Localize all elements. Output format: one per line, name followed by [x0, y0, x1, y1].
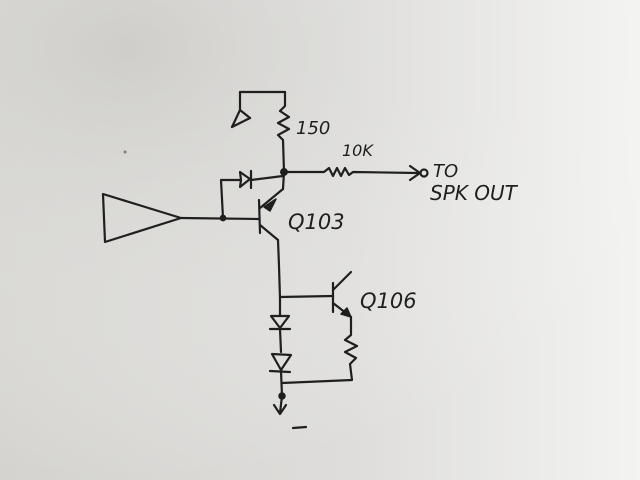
q103-emitter-wire: [276, 238, 282, 300]
resistor-q106-emitter: [280, 315, 359, 385]
transistor-q106: [331, 270, 353, 319]
label-q106: Q106: [360, 289, 417, 313]
feedback-wire: [219, 178, 243, 220]
label-output-line1: TO: [433, 161, 458, 182]
diode-top: [238, 169, 285, 190]
resistor-150: [276, 90, 291, 174]
top-bias-wire: [238, 90, 287, 112]
label-r-10k: 10K: [342, 141, 374, 160]
output-arrow: [408, 164, 429, 182]
transistor-q103: [257, 187, 285, 242]
q106-base-wire: [278, 294, 335, 299]
diode-1: [268, 296, 292, 354]
bottom-ground-arrow: [272, 394, 308, 430]
label-output-line2: SPK OUT: [430, 181, 519, 205]
resistor-10k: [282, 166, 419, 178]
amplifier-triangle-symbol: [101, 192, 183, 244]
top-ground-arrow: [230, 108, 252, 129]
paper-speck: [123, 150, 127, 154]
label-r-150: 150: [296, 118, 330, 139]
diode-2: [268, 352, 293, 398]
input-wire: [179, 216, 260, 221]
label-q103: Q103: [288, 210, 345, 234]
